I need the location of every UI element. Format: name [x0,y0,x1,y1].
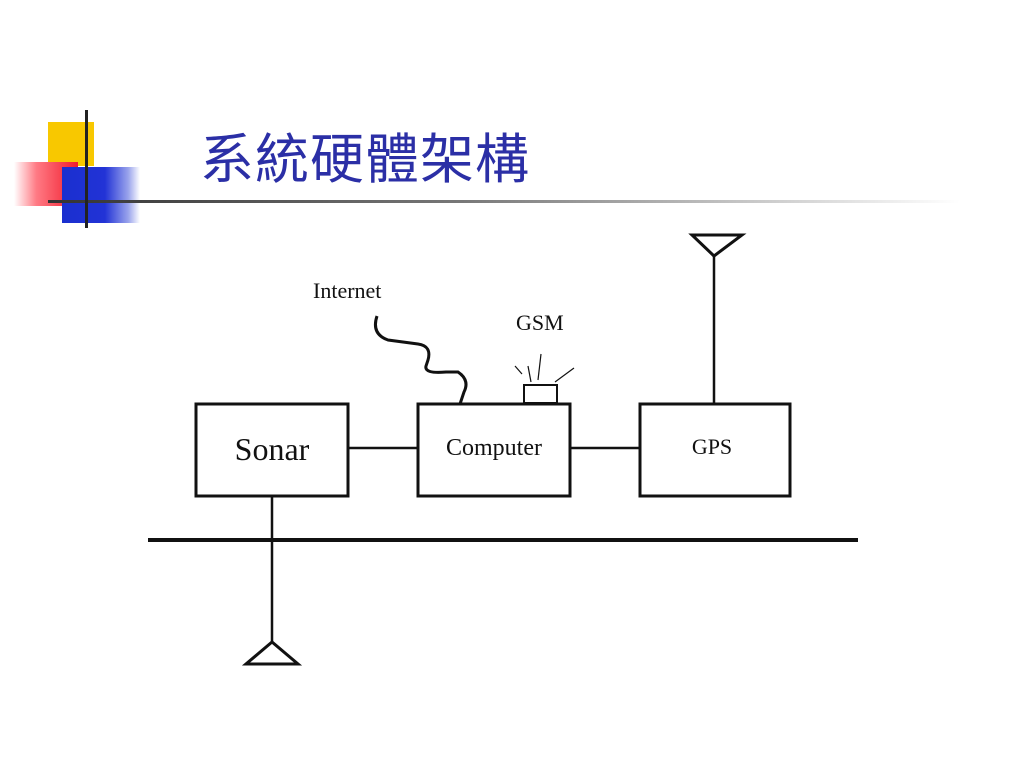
deco-blue-square [62,167,140,223]
sonar-box [194,402,350,498]
gsm-signal-ray [537,353,542,381]
gsm-signal-ray [527,365,532,383]
gsm-module-icon [523,384,558,404]
deco-vertical-line [85,110,88,228]
gsm-label: GSM [516,310,564,335]
page-title: 系統硬體架構 [200,128,530,191]
internet-cable [373,315,468,405]
computer-label: Computer [446,435,542,461]
gps-antenna-icon [688,233,747,258]
computer-box [416,402,572,498]
sonar-label: Sonar [235,431,310,467]
gps-label: GPS [692,434,732,459]
title-underline [48,200,960,203]
sonar-transducer-icon [241,640,303,666]
internet-label: Internet [313,278,381,303]
gsm-signal-ray [554,367,575,383]
gsm-signal-ray [514,365,523,375]
